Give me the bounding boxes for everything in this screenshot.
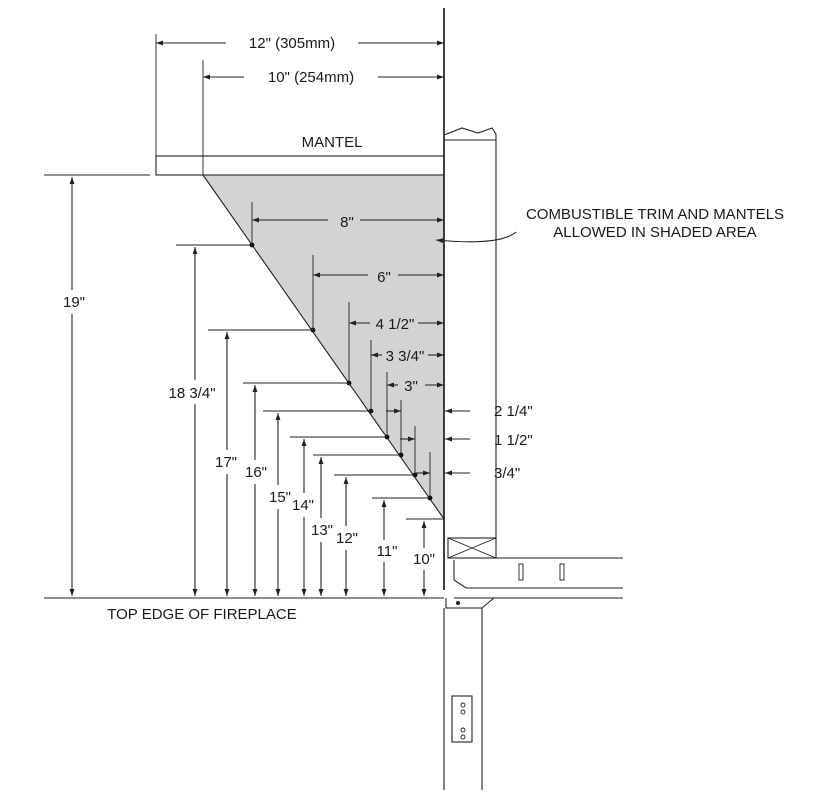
dim-13in: 13"	[311, 522, 333, 539]
dim-3-4in: 3/4"	[494, 465, 520, 482]
dim-10in: 10" (254mm)	[268, 69, 354, 86]
dim-4-1-2in: 4 1/2"	[376, 316, 415, 333]
mantel-board	[155, 155, 445, 176]
note-text-line2: ALLOWED IN SHADED AREA	[553, 224, 756, 241]
clearance-slope-line	[202, 174, 445, 520]
dim-15in: 15"	[269, 489, 291, 506]
dim-17in: 17"	[215, 454, 237, 471]
dim-14in: 14"	[292, 497, 314, 514]
dim-3in: 3"	[404, 378, 418, 395]
dim-19in: 19"	[63, 294, 85, 311]
dim-2-1-4in: 2 1/4"	[494, 403, 533, 420]
horizontal-dimension-group: 8" 6" 4 1/2" 3 3/4" 3" 2 1/4" 1 1/2" 3/4…	[251, 202, 533, 498]
dim-10in-vertical: 10"	[413, 551, 435, 568]
note-text-line1: COMBUSTIBLE TRIM AND MANTELS	[526, 206, 784, 223]
dim-18-3-4in: 18 3/4"	[168, 385, 215, 402]
fireplace-top-edge-label: TOP EDGE OF FIREPLACE	[107, 606, 297, 623]
dim-1-1-2in: 1 1/2"	[494, 432, 533, 449]
mantel-label: MANTEL	[302, 134, 363, 151]
dim-3-3-4in: 3 3/4"	[386, 348, 425, 365]
dim-8in: 8"	[340, 214, 354, 231]
dim-11in: 11"	[377, 543, 398, 560]
vertical-dimension-group: 19" 18 3/4" 17" 16" 15" 14" 13"	[44, 174, 444, 596]
wall-framing	[443, 8, 623, 790]
dim-12in: 12" (305mm)	[249, 35, 335, 52]
dim-12in-vertical: 12"	[336, 530, 358, 547]
dim-6in: 6"	[377, 269, 391, 286]
dim-16in: 16"	[245, 464, 267, 481]
note-leader-arrow	[435, 231, 517, 244]
